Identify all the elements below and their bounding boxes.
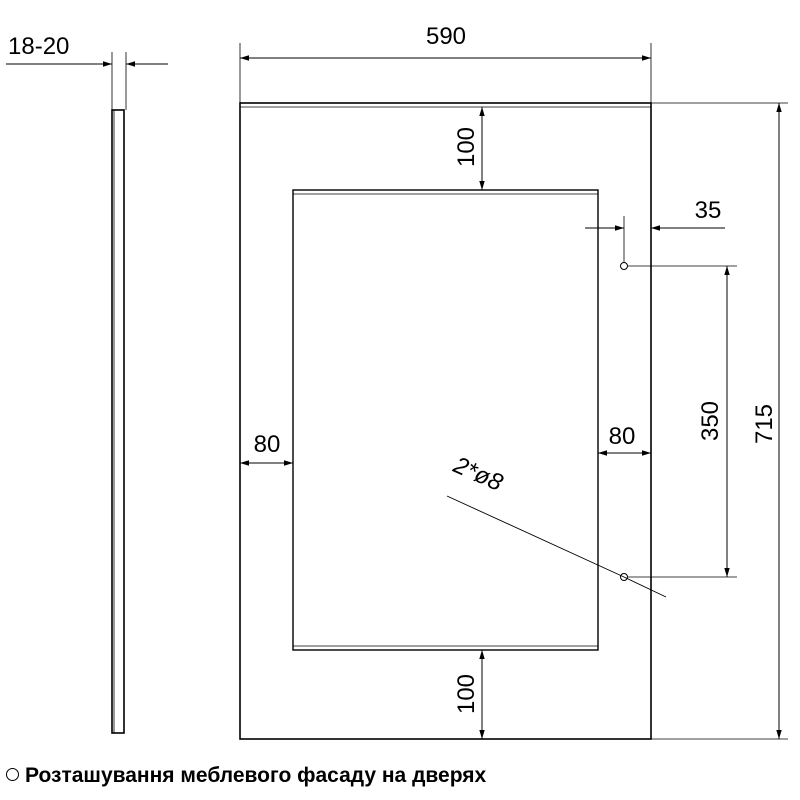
hole-spacing-label: 350 [697, 401, 724, 441]
bottom-rail-label: 100 [453, 674, 480, 714]
top-rail-label: 100 [453, 127, 480, 167]
facade-outer-edge [239, 102, 652, 740]
bullet-icon [6, 768, 19, 781]
width-label: 590 [426, 23, 466, 50]
caption: Розташування меблевого фасаду на дверях [6, 764, 486, 788]
holes-leader [446, 495, 667, 598]
height-dimension [651, 102, 788, 740]
caption-text: Розташування меблевого фасаду на дверях [25, 764, 487, 787]
right-stile-label: 80 [609, 423, 636, 450]
thickness-label: 18-20 [8, 33, 69, 60]
height-label: 715 [751, 404, 778, 444]
width-dimension [239, 43, 652, 103]
hinge-hole-top [620, 262, 628, 270]
hole-spacing-dimension [628, 265, 737, 578]
hole-offset-dimension [585, 216, 725, 262]
side-profile [6, 52, 168, 734]
facade-front-view [239, 102, 652, 740]
left-stile-label: 80 [254, 431, 281, 458]
holes-label: 2*ø8 [448, 451, 507, 497]
panel-side-view [111, 109, 125, 734]
hole-offset-label: 35 [695, 197, 722, 224]
facade-inner-panel [292, 189, 599, 651]
